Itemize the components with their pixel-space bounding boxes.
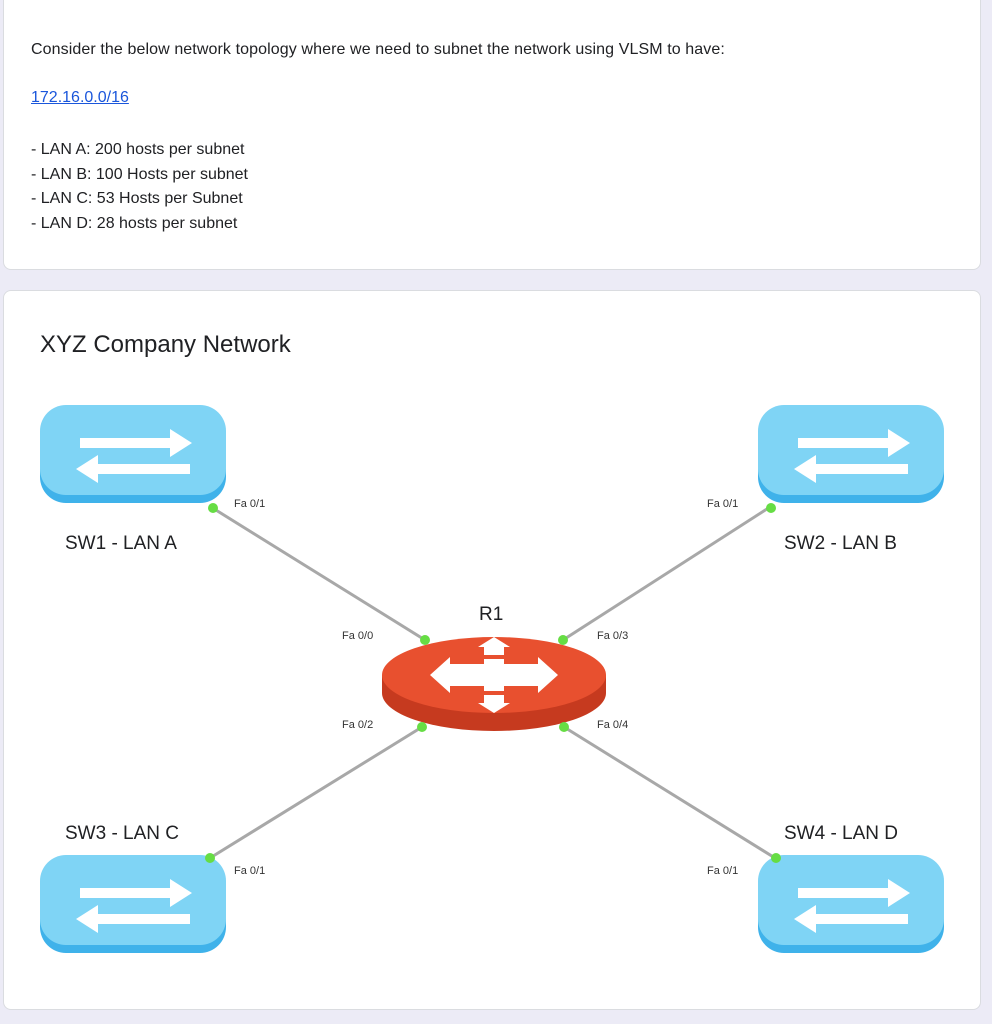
port-dot-r1-fa04 xyxy=(559,722,569,732)
requirement-lan-a: - LAN A: 200 hosts per subnet xyxy=(31,141,245,158)
router-r1-label: R1 xyxy=(479,604,503,625)
switch-sw3-label: SW3 - LAN C xyxy=(65,823,179,844)
switch-sw2-label: SW2 - LAN B xyxy=(784,533,897,554)
link-sw3-r1 xyxy=(209,725,423,860)
port-dot-sw1 xyxy=(208,503,218,513)
router-r1-icon xyxy=(382,637,606,731)
switch-sw4-label: SW4 - LAN D xyxy=(784,823,898,844)
port-dot-r1-fa00 xyxy=(420,635,430,645)
network-address-link[interactable]: 172.16.0.0/16 xyxy=(31,89,129,106)
sw2-port-label: Fa 0/1 xyxy=(707,498,738,510)
sw3-port-label: Fa 0/1 xyxy=(234,865,265,877)
requirements-list: - LAN A: 200 hosts per subnet - LAN B: 1… xyxy=(31,138,248,236)
sw1-port-label: Fa 0/1 xyxy=(234,498,265,510)
question-card: Consider the below network topology wher… xyxy=(3,0,981,270)
figure-card: XYZ Company Network xyxy=(3,290,981,1010)
switch-sw1-icon xyxy=(40,405,226,503)
r1-fa03-label: Fa 0/3 xyxy=(597,630,628,642)
sw4-port-label: Fa 0/1 xyxy=(707,865,738,877)
port-dot-r1-fa03 xyxy=(558,635,568,645)
port-dot-sw2 xyxy=(766,503,776,513)
requirement-lan-b: - LAN B: 100 Hosts per subnet xyxy=(31,165,248,183)
requirement-lan-c: - LAN C: 53 Hosts per Subnet xyxy=(31,190,243,207)
question-prompt: Consider the below network topology wher… xyxy=(31,41,725,58)
port-dot-sw3 xyxy=(205,853,215,863)
port-dot-sw4 xyxy=(771,853,781,863)
port-dot-r1-fa02 xyxy=(417,722,427,732)
switch-sw1-label: SW1 - LAN A xyxy=(65,533,177,554)
requirement-lan-d: - LAN D: 28 hosts per subnet xyxy=(31,214,238,232)
r1-fa00-label: Fa 0/0 xyxy=(342,630,373,642)
r1-fa02-label: Fa 0/2 xyxy=(342,719,373,731)
switch-sw4-icon xyxy=(758,855,944,953)
link-sw2-r1 xyxy=(562,505,771,642)
figure-title: XYZ Company Network xyxy=(40,331,291,358)
r1-fa04-label: Fa 0/4 xyxy=(597,719,628,731)
network-topology-diagram: SW1 - LAN A SW2 - LAN B SW3 - LAN C SW4 … xyxy=(40,405,944,953)
link-sw1-r1 xyxy=(210,505,426,642)
switch-sw2-icon xyxy=(758,405,944,503)
link-sw4-r1 xyxy=(563,725,776,860)
switch-sw3-icon xyxy=(40,855,226,953)
